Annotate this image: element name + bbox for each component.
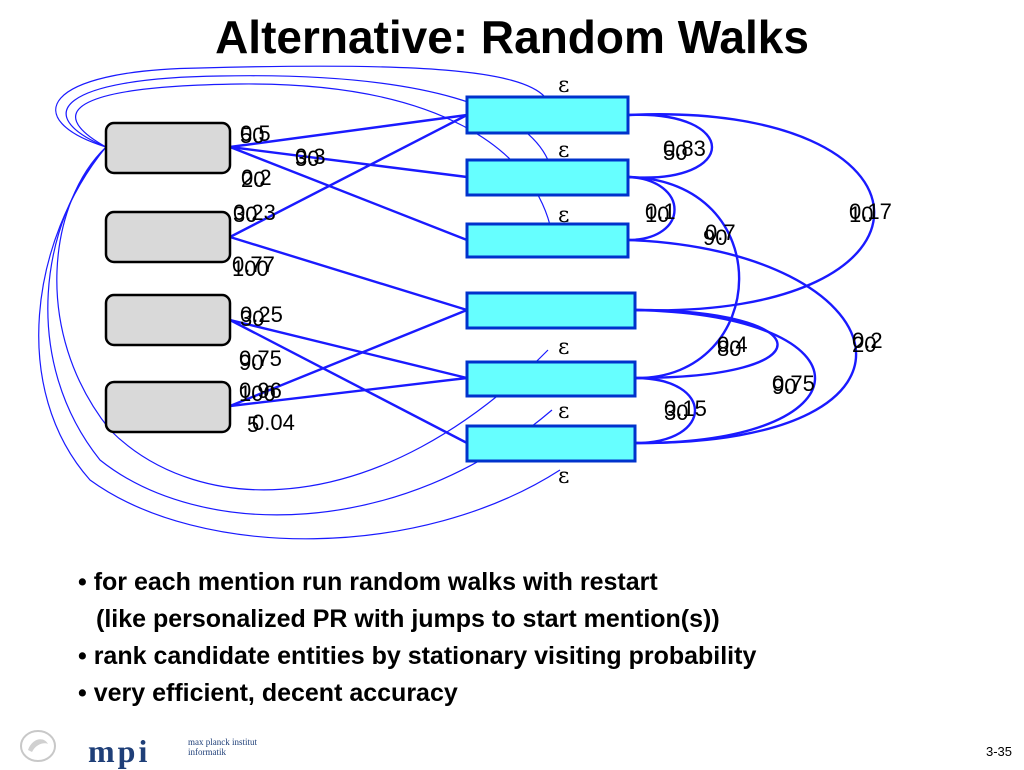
weight-label: 20	[852, 332, 876, 357]
weight-label: 100	[232, 256, 269, 281]
weight-label: 80	[717, 336, 741, 361]
edge-e4-e6	[634, 308, 817, 445]
probability-label: 0.1	[645, 199, 676, 224]
probability-label: 0.77	[232, 252, 275, 277]
institute-seal-icon	[20, 730, 56, 762]
bullet-continuation: (like personalized PR with jumps to star…	[96, 605, 720, 633]
entity-node-3	[465, 222, 630, 259]
random-walk-graph: ε ε ε ε ε ε 50 0.5 30 0.3 20 0.2 30 0.23…	[38, 65, 892, 540]
bullet-item: • rank candidate entities by stationary …	[78, 642, 757, 670]
weight-label: 100	[239, 381, 276, 406]
probability-label: 0.3	[295, 144, 326, 169]
entity-nodes	[465, 95, 637, 463]
institute-line-1: max planck institut	[188, 737, 257, 747]
probability-label: 0.96	[239, 378, 282, 403]
weight-label: 90	[703, 225, 727, 250]
edge-m1-e3	[229, 145, 468, 242]
weight-label: 10	[645, 202, 669, 227]
entity-node-5	[465, 360, 637, 398]
entity-node-1	[465, 95, 630, 135]
probability-label: 0.15	[664, 396, 707, 421]
weight-label: 30	[233, 202, 257, 227]
probability-label: 0.75	[239, 346, 282, 371]
mention-node-1	[104, 121, 232, 175]
mention-node-2	[104, 210, 232, 264]
mpi-logo: mpi	[88, 733, 151, 769]
probability-label: 0.2	[852, 328, 883, 353]
edge-e3-e6	[627, 238, 858, 445]
page-number: 3-35	[985, 744, 1012, 759]
weight-label: 30	[295, 146, 319, 171]
mention-node-3	[104, 293, 232, 347]
weight-label: 20	[241, 167, 265, 192]
institute-name: max planck institut informatik	[188, 737, 257, 757]
bullet-item: • for each mention run random walks with…	[78, 568, 658, 596]
edge-m1-e1	[229, 113, 468, 149]
institute-line-2: informatik	[188, 747, 226, 757]
entity-node-2	[465, 158, 630, 197]
edge-weight-labels: 50 0.5 30 0.3 20 0.2 30 0.23 100 0.77 30…	[232, 121, 892, 437]
entity-node-4	[465, 291, 637, 330]
probability-label: 0.23	[233, 200, 276, 225]
edge-m4-e4	[229, 308, 468, 408]
mention-entity-edges	[229, 113, 468, 445]
edge-m2-e4	[229, 235, 468, 312]
weight-label: 30	[240, 306, 264, 331]
weight-label: 90	[239, 350, 263, 375]
weight-label: 10	[849, 202, 873, 227]
probability-label: 0.2	[241, 165, 272, 190]
probability-label: 0.75	[772, 371, 815, 396]
bullet-list: • for each mention run random walks with…	[78, 564, 756, 712]
mention-node-4	[104, 380, 232, 434]
epsilon-label: ε	[558, 464, 569, 489]
edge-m3-e6	[229, 318, 468, 445]
epsilon-label: ε	[558, 335, 569, 360]
epsilon-label: ε	[558, 73, 569, 98]
probability-label: 0.25	[240, 302, 283, 327]
edge-m1-e2	[229, 145, 468, 179]
weight-label: 50	[240, 123, 264, 148]
edge-e4-e5	[634, 308, 779, 380]
restart-edge	[47, 146, 553, 516]
edge-e2-e3	[627, 175, 676, 242]
edge-m3-e5	[229, 318, 468, 380]
slide-title: Alternative: Random Walks	[215, 11, 809, 63]
weight-label: 5	[247, 412, 259, 437]
edge-m2-e1	[229, 113, 468, 239]
mention-nodes	[104, 121, 232, 434]
probability-label: 0.7	[705, 220, 736, 245]
probability-label: 0.4	[717, 332, 748, 357]
weight-label: 50	[663, 140, 687, 165]
restart-edge	[38, 146, 561, 540]
edge-e5-e6	[634, 376, 696, 445]
restart-edge	[55, 65, 546, 148]
weight-label: 30	[664, 400, 688, 425]
entity-entity-edges	[627, 113, 876, 445]
weight-label: 90	[772, 374, 796, 399]
probability-label: 0.5	[240, 121, 271, 146]
epsilon-label: ε	[558, 399, 569, 424]
edge-e2-e5	[627, 175, 741, 380]
probability-label: 0.04	[252, 410, 295, 435]
epsilon-label: ε	[558, 203, 569, 228]
bullet-item: • very efficient, decent accuracy	[78, 679, 458, 707]
restart-edge	[56, 146, 549, 491]
probability-label: 0.17	[849, 199, 892, 224]
epsilon-labels: ε ε ε ε ε ε	[558, 73, 569, 489]
edge-e1-e4	[627, 113, 876, 312]
epsilon-label: ε	[558, 138, 569, 163]
probability-label: 0.83	[663, 136, 706, 161]
restart-edges	[38, 65, 561, 540]
edge-e1-e2	[627, 113, 714, 179]
edge-m4-e5	[229, 376, 468, 408]
entity-node-6	[465, 424, 637, 463]
